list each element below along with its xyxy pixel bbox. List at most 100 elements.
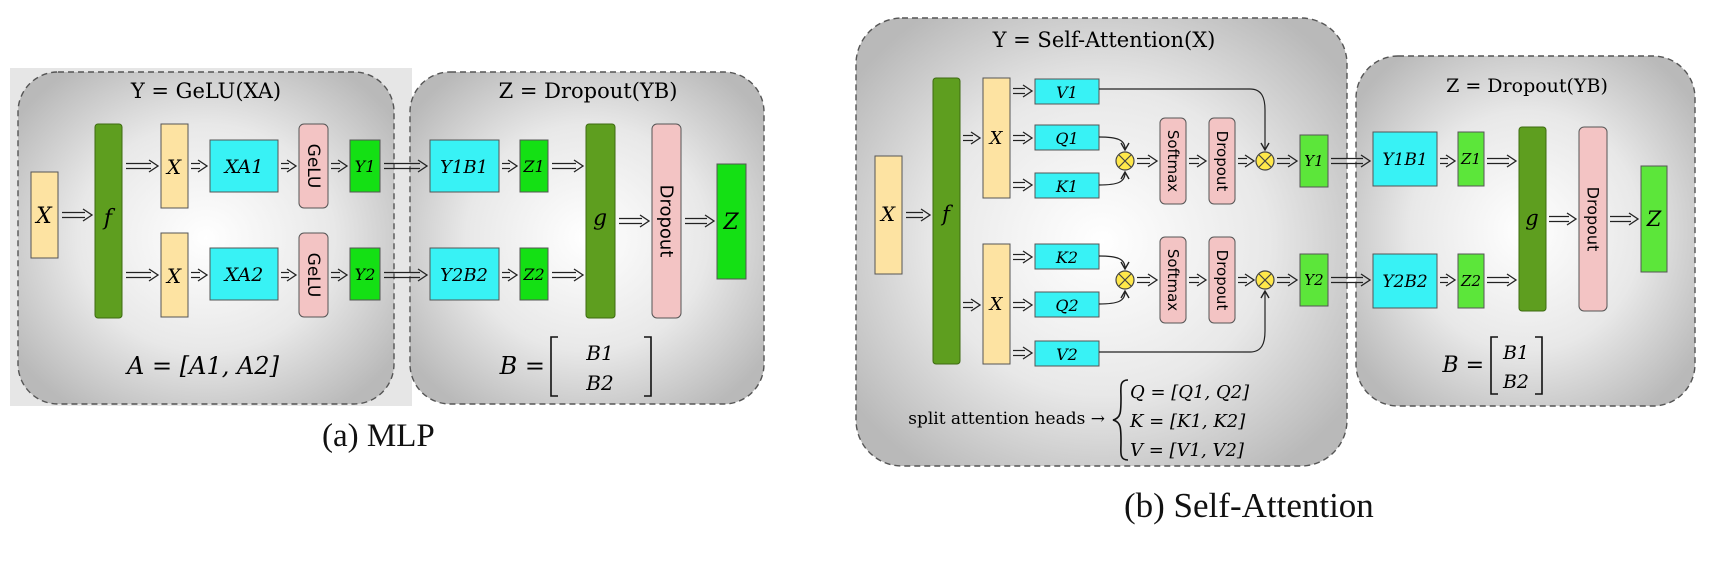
arrow-attn-g-to-dropout — [1549, 212, 1578, 226]
attn-g-box — [1518, 126, 1547, 312]
mlp-xa2-label: XA2 — [223, 264, 264, 286]
attn-input-x-label: X — [879, 202, 896, 226]
arrow-attn-z1-to-g — [1487, 154, 1518, 168]
attn-f-box — [932, 77, 961, 365]
mlp-b-right-bracket — [644, 336, 652, 397]
arrow-attn-softmax-to-dropout-bottom — [1189, 273, 1208, 287]
mlp-g-box — [585, 123, 616, 319]
mlp-f-box — [94, 123, 123, 319]
attn-b-left-bracket — [1490, 336, 1498, 395]
arrow-mlp-f-to-x-bottom — [126, 268, 160, 282]
attn-g-label: g — [1525, 206, 1538, 230]
arrow-mlp-xa2-to-gelu — [281, 268, 298, 282]
arrow-mlp-g-to-dropout — [619, 214, 651, 228]
mlp-y1-box — [349, 139, 381, 193]
arrow-mlp-y2-to-y2b2 — [384, 268, 429, 282]
mlp-z-output-label: Z — [722, 210, 739, 235]
arrow-attn-dropout-to-mult-bottom — [1238, 273, 1256, 287]
attn-dropout-top-label: Dropout — [1213, 131, 1231, 192]
attn-q-split: Q = [Q1, Q2] — [1130, 382, 1250, 403]
arrow-mlp-y1b1-to-z1 — [502, 159, 519, 173]
attn-q1-label: Q1 — [1055, 129, 1078, 148]
attn-v-split: V = [V1, V2] — [1130, 440, 1245, 461]
arrow-attn-x-to-k2 — [1013, 250, 1034, 264]
arrow-mlp-f-to-x-top — [126, 159, 160, 173]
arrow-attn-x-to-v2 — [1013, 346, 1034, 360]
attn-z-output-box — [1640, 165, 1668, 273]
attn-softmax-top-box — [1159, 117, 1187, 205]
attn-z-output-label: Z — [1646, 207, 1662, 231]
mlp-x-bottom-box — [160, 232, 189, 318]
mlp-gelu-top-box — [298, 123, 329, 209]
arrow-attn-x-to-q2 — [1013, 298, 1034, 312]
attn-y1-label: Y1 — [1304, 152, 1323, 170]
attn-z2-box — [1457, 253, 1485, 309]
attn-k-split: K = [K1, K2] — [1129, 411, 1246, 432]
attn-dropout-bottom-box — [1208, 236, 1236, 324]
arrow-mlp-y2b2-to-z2 — [502, 268, 519, 282]
arrow-attn-dropout-to-z — [1610, 212, 1640, 226]
mlp-b-formula: B = — [499, 352, 545, 380]
attn-b2-entry: B2 — [1502, 371, 1529, 393]
attn-v-multiply-bottom-icon — [1255, 270, 1275, 290]
curve-attn-q2-to-mult — [1098, 289, 1130, 305]
mlp-a-formula: A = [A1, A2] — [125, 352, 280, 380]
mlp-y1b1-box — [429, 139, 500, 193]
mlp-y2b2-label: Y2B2 — [440, 265, 488, 286]
mlp-xa2-box — [209, 247, 279, 301]
mlp-y2-box — [349, 247, 381, 301]
arrow-layer — [62, 84, 1640, 360]
attn-x-top-label: X — [988, 128, 1004, 149]
mlp-y2-label: Y2 — [355, 265, 376, 284]
arrow-attn-x-to-k1 — [1013, 178, 1034, 192]
arrow-mlp-z2-to-g — [552, 268, 585, 282]
attn-v1-box — [1034, 78, 1100, 105]
mlp-y1b1-label: Y1B1 — [440, 157, 488, 178]
mlp-dropout-label: Dropout — [656, 185, 677, 258]
attn-caption: (b) Self-Attention — [1124, 486, 1374, 525]
attn-x-bottom-label: X — [988, 294, 1004, 315]
attn-v-multiply-top-icon — [1255, 151, 1275, 171]
attn-b-right-bracket — [1535, 336, 1543, 395]
attn-z1-box — [1457, 131, 1485, 187]
attn-v1-label: V1 — [1056, 83, 1078, 102]
mlp-y2b2-box — [429, 247, 500, 301]
attn-x-bottom-box — [982, 243, 1011, 365]
attn-v2-label: V2 — [1056, 345, 1078, 364]
curve-attn-v1-to-mult — [1099, 88, 1270, 152]
arrow-attn-mult-to-softmax-top — [1137, 154, 1159, 168]
attn-left-title: Y = Self-Attention(X) — [992, 28, 1216, 52]
attn-dropout-top-box — [1208, 117, 1236, 205]
mlp-xa1-label: XA1 — [223, 156, 264, 178]
arrow-attn-y1b1-to-z1 — [1440, 154, 1457, 168]
curve-attn-q1-to-mult — [1098, 136, 1130, 152]
attn-left-panel — [855, 17, 1348, 467]
arrow-attn-y2-to-y2b2 — [1331, 273, 1372, 287]
arrow-mlp-x-to-xa2 — [191, 268, 209, 282]
mlp-z2-label: Z2 — [522, 265, 544, 284]
arrow-attn-f-to-x-top — [963, 131, 982, 145]
mlp-z-output-box — [716, 163, 747, 280]
attn-q1-box — [1034, 124, 1100, 151]
mlp-dropout-box — [651, 123, 682, 319]
mlp-gelu-bottom-box — [298, 232, 329, 318]
mlp-x-top-label: X — [165, 155, 182, 179]
attn-k1-box — [1034, 172, 1100, 199]
arrow-mlp-x-to-xa1 — [191, 159, 209, 173]
attn-softmax-bottom-box — [1159, 236, 1187, 324]
arrow-mlp-xa1-to-gelu — [281, 159, 298, 173]
curve-attn-k2-to-mult — [1098, 255, 1130, 271]
arrow-mlp-dropout-to-z — [685, 214, 716, 228]
arrow-attn-softmax-to-dropout-top — [1189, 154, 1208, 168]
arrow-attn-mult-to-y2 — [1277, 273, 1299, 287]
arrow-attn-y2b2-to-z2 — [1440, 273, 1457, 287]
mlp-right-title: Z = Dropout(YB) — [499, 79, 678, 103]
attn-k1-label: K1 — [1055, 177, 1078, 196]
arrow-mlp-y1-to-y1b1 — [384, 159, 429, 173]
attn-z1-label: Z1 — [1460, 150, 1481, 168]
attn-b-formula: B = — [1441, 353, 1484, 378]
arrow-attn-x-to-f — [906, 208, 932, 222]
attn-y1b1-label: Y1B1 — [1382, 150, 1427, 170]
attn-y2b2-label: Y2B2 — [1382, 272, 1427, 292]
